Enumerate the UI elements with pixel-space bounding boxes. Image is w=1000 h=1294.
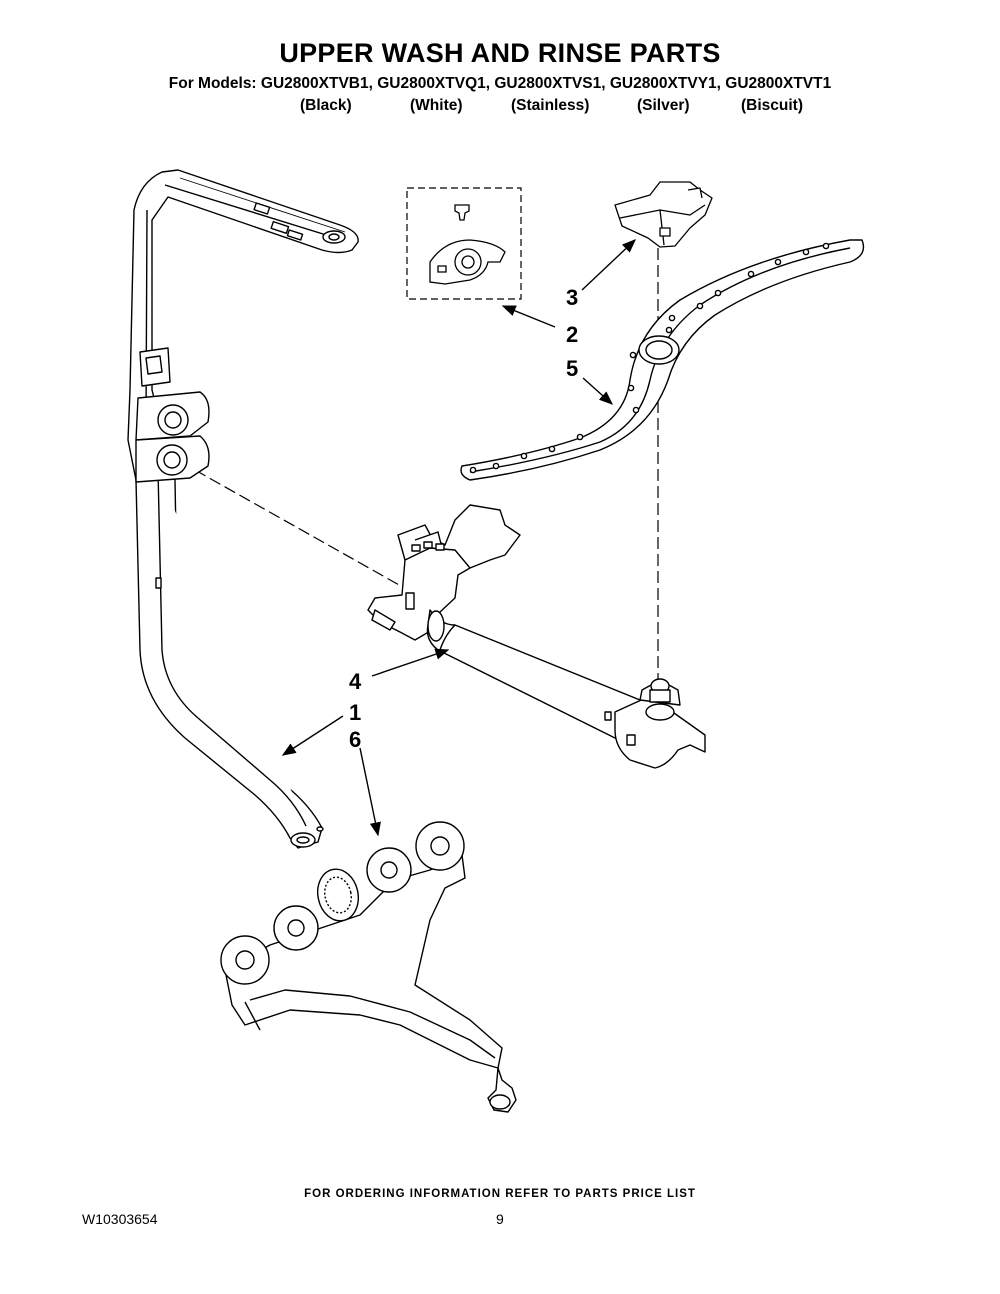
callout-1: 1 xyxy=(349,700,361,725)
callout-2: 2 xyxy=(566,322,578,347)
color-biscuit: (Biscuit) xyxy=(741,97,803,114)
color-black: (Black) xyxy=(300,97,352,114)
callout-4: 4 xyxy=(349,669,362,694)
supply-tube-part xyxy=(127,169,359,849)
color-stainless: (Stainless) xyxy=(511,97,590,114)
callout-5: 5 xyxy=(566,356,578,381)
color-white: (White) xyxy=(410,97,463,114)
page-title: UPPER WASH AND RINSE PARTS xyxy=(279,38,721,68)
spray-arm-mount-part xyxy=(614,181,713,248)
lower-spray-arm-part xyxy=(460,239,865,481)
model-colors: (Black) (White) (Stainless) (Silver) (Bi… xyxy=(0,97,1000,117)
callout-3: 3 xyxy=(566,285,578,310)
document-number: W10303654 xyxy=(82,1211,158,1227)
page-number: 9 xyxy=(496,1211,504,1227)
ordering-note: FOR ORDERING INFORMATION REFER TO PARTS … xyxy=(304,1188,696,1200)
color-silver: (Silver) xyxy=(637,97,690,114)
models-line: For Models: GU2800XTVB1, GU2800XTVQ1, GU… xyxy=(168,75,832,92)
spray-manifold-part xyxy=(220,821,517,1113)
rack-manifold-part xyxy=(367,504,706,769)
callout-leaders xyxy=(281,239,637,837)
spray-hub-kit-part xyxy=(406,187,522,300)
callout-6: 6 xyxy=(349,727,361,752)
